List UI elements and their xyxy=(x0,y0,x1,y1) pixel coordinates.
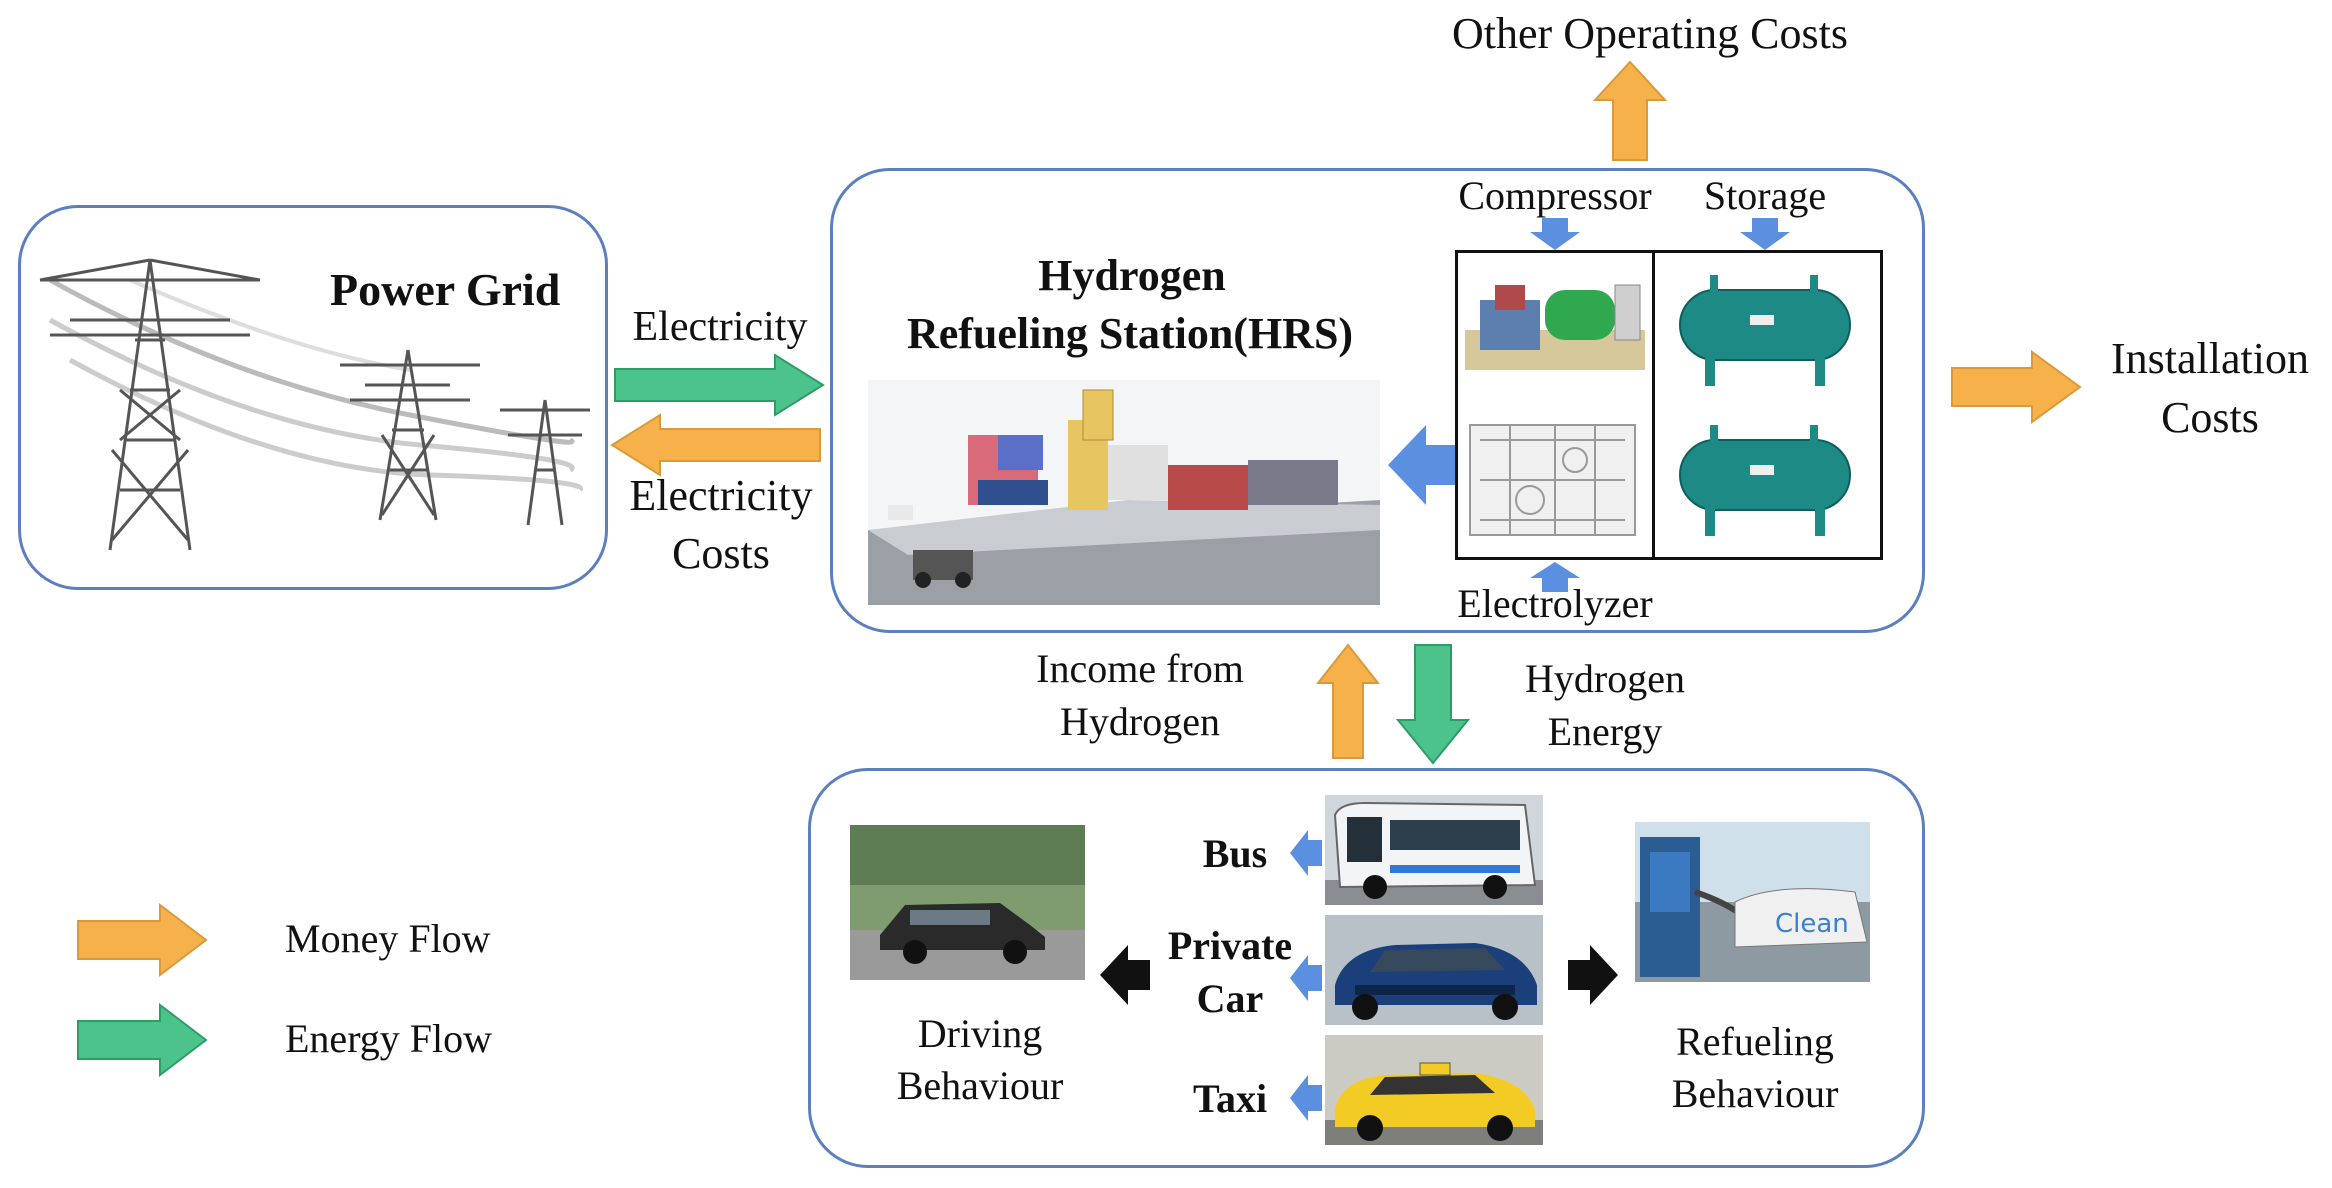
equipment-panel-divider xyxy=(1652,250,1655,560)
installation-costs-label-line2: Costs xyxy=(2161,393,2259,442)
right-black-arrow-icon xyxy=(1568,945,1618,1005)
bus-arrow-icon xyxy=(1290,830,1322,876)
driving-photo xyxy=(850,825,1085,980)
energy-arrow-electricity xyxy=(614,353,825,417)
income-label-line1: Income from xyxy=(1036,646,1244,691)
electricity-label: Electricity xyxy=(632,304,808,350)
storage-tank-image-bottom xyxy=(1679,425,1851,536)
taxi-arrow-icon xyxy=(1290,1075,1322,1121)
income-label-line2: Hydrogen xyxy=(1060,699,1220,744)
storage-down-arrow-icon xyxy=(1740,218,1790,250)
power-grid-box xyxy=(18,205,608,590)
hrs-internal-arrow-icon xyxy=(1388,425,1456,505)
refueling-photo: Clean xyxy=(1635,822,1870,982)
svg-text:Clean: Clean xyxy=(1775,909,1849,939)
hydrogen-energy-label-line1: Hydrogen xyxy=(1525,656,1685,701)
legend-money-arrow-icon xyxy=(77,902,208,978)
bus-photo xyxy=(1325,795,1543,905)
electrolyzer-label: Electrolyzer xyxy=(1457,581,1653,626)
power-grid-title: Power Grid xyxy=(330,264,561,315)
taxi-photo xyxy=(1325,1035,1543,1145)
money-arrow-installation xyxy=(1951,350,2082,424)
private-car-arrow-icon xyxy=(1290,955,1322,1001)
money-arrow-income xyxy=(1315,643,1381,759)
compressor-label: Compressor xyxy=(1458,173,1652,218)
electrolyzer-image xyxy=(1469,424,1636,536)
money-arrow-up-other-costs xyxy=(1592,60,1668,161)
electrolyzer-up-arrow-icon xyxy=(1530,562,1580,592)
other-operating-costs-label: Other Operating Costs xyxy=(1452,9,1848,58)
private-car-label-line1: Private xyxy=(1167,923,1293,968)
bus-label: Bus xyxy=(1202,831,1268,876)
hrs-title-line2: Refueling Station(HRS) xyxy=(906,309,1354,358)
taxi-label: Taxi xyxy=(1192,1076,1268,1121)
driving-behaviour-label-line1: Driving xyxy=(917,1011,1043,1056)
driving-behaviour-label-line2: Behaviour xyxy=(896,1063,1064,1108)
compressor-image xyxy=(1465,284,1645,370)
legend-energy-label: Energy Flow xyxy=(285,1016,493,1061)
power-tower-icon xyxy=(39,258,590,551)
hrs-scene-image xyxy=(868,380,1380,605)
electricity-costs-label-line1: Electricity xyxy=(629,471,813,520)
compressor-down-arrow-icon xyxy=(1530,218,1580,250)
hydrogen-energy-label-line2: Energy xyxy=(1547,709,1663,754)
installation-costs-label-line1: Installation xyxy=(2111,334,2309,383)
hrs-title-line1: Hydrogen xyxy=(1038,251,1226,300)
money-arrow-electricity-costs xyxy=(610,413,821,477)
storage-label: Storage xyxy=(1703,173,1827,218)
left-black-arrow-icon xyxy=(1100,945,1150,1005)
legend-energy-arrow-icon xyxy=(77,1002,208,1078)
storage-tank-image-top xyxy=(1679,275,1851,386)
private-car-label-line2: Car xyxy=(1196,976,1264,1021)
refueling-behaviour-label-line2: Behaviour xyxy=(1671,1071,1839,1116)
private-car-photo xyxy=(1325,915,1543,1025)
electricity-costs-label-line2: Costs xyxy=(672,529,770,578)
energy-arrow-hydrogen xyxy=(1395,644,1471,765)
legend-money-label: Money Flow xyxy=(285,916,491,961)
refueling-behaviour-label-line1: Refueling xyxy=(1676,1019,1834,1064)
